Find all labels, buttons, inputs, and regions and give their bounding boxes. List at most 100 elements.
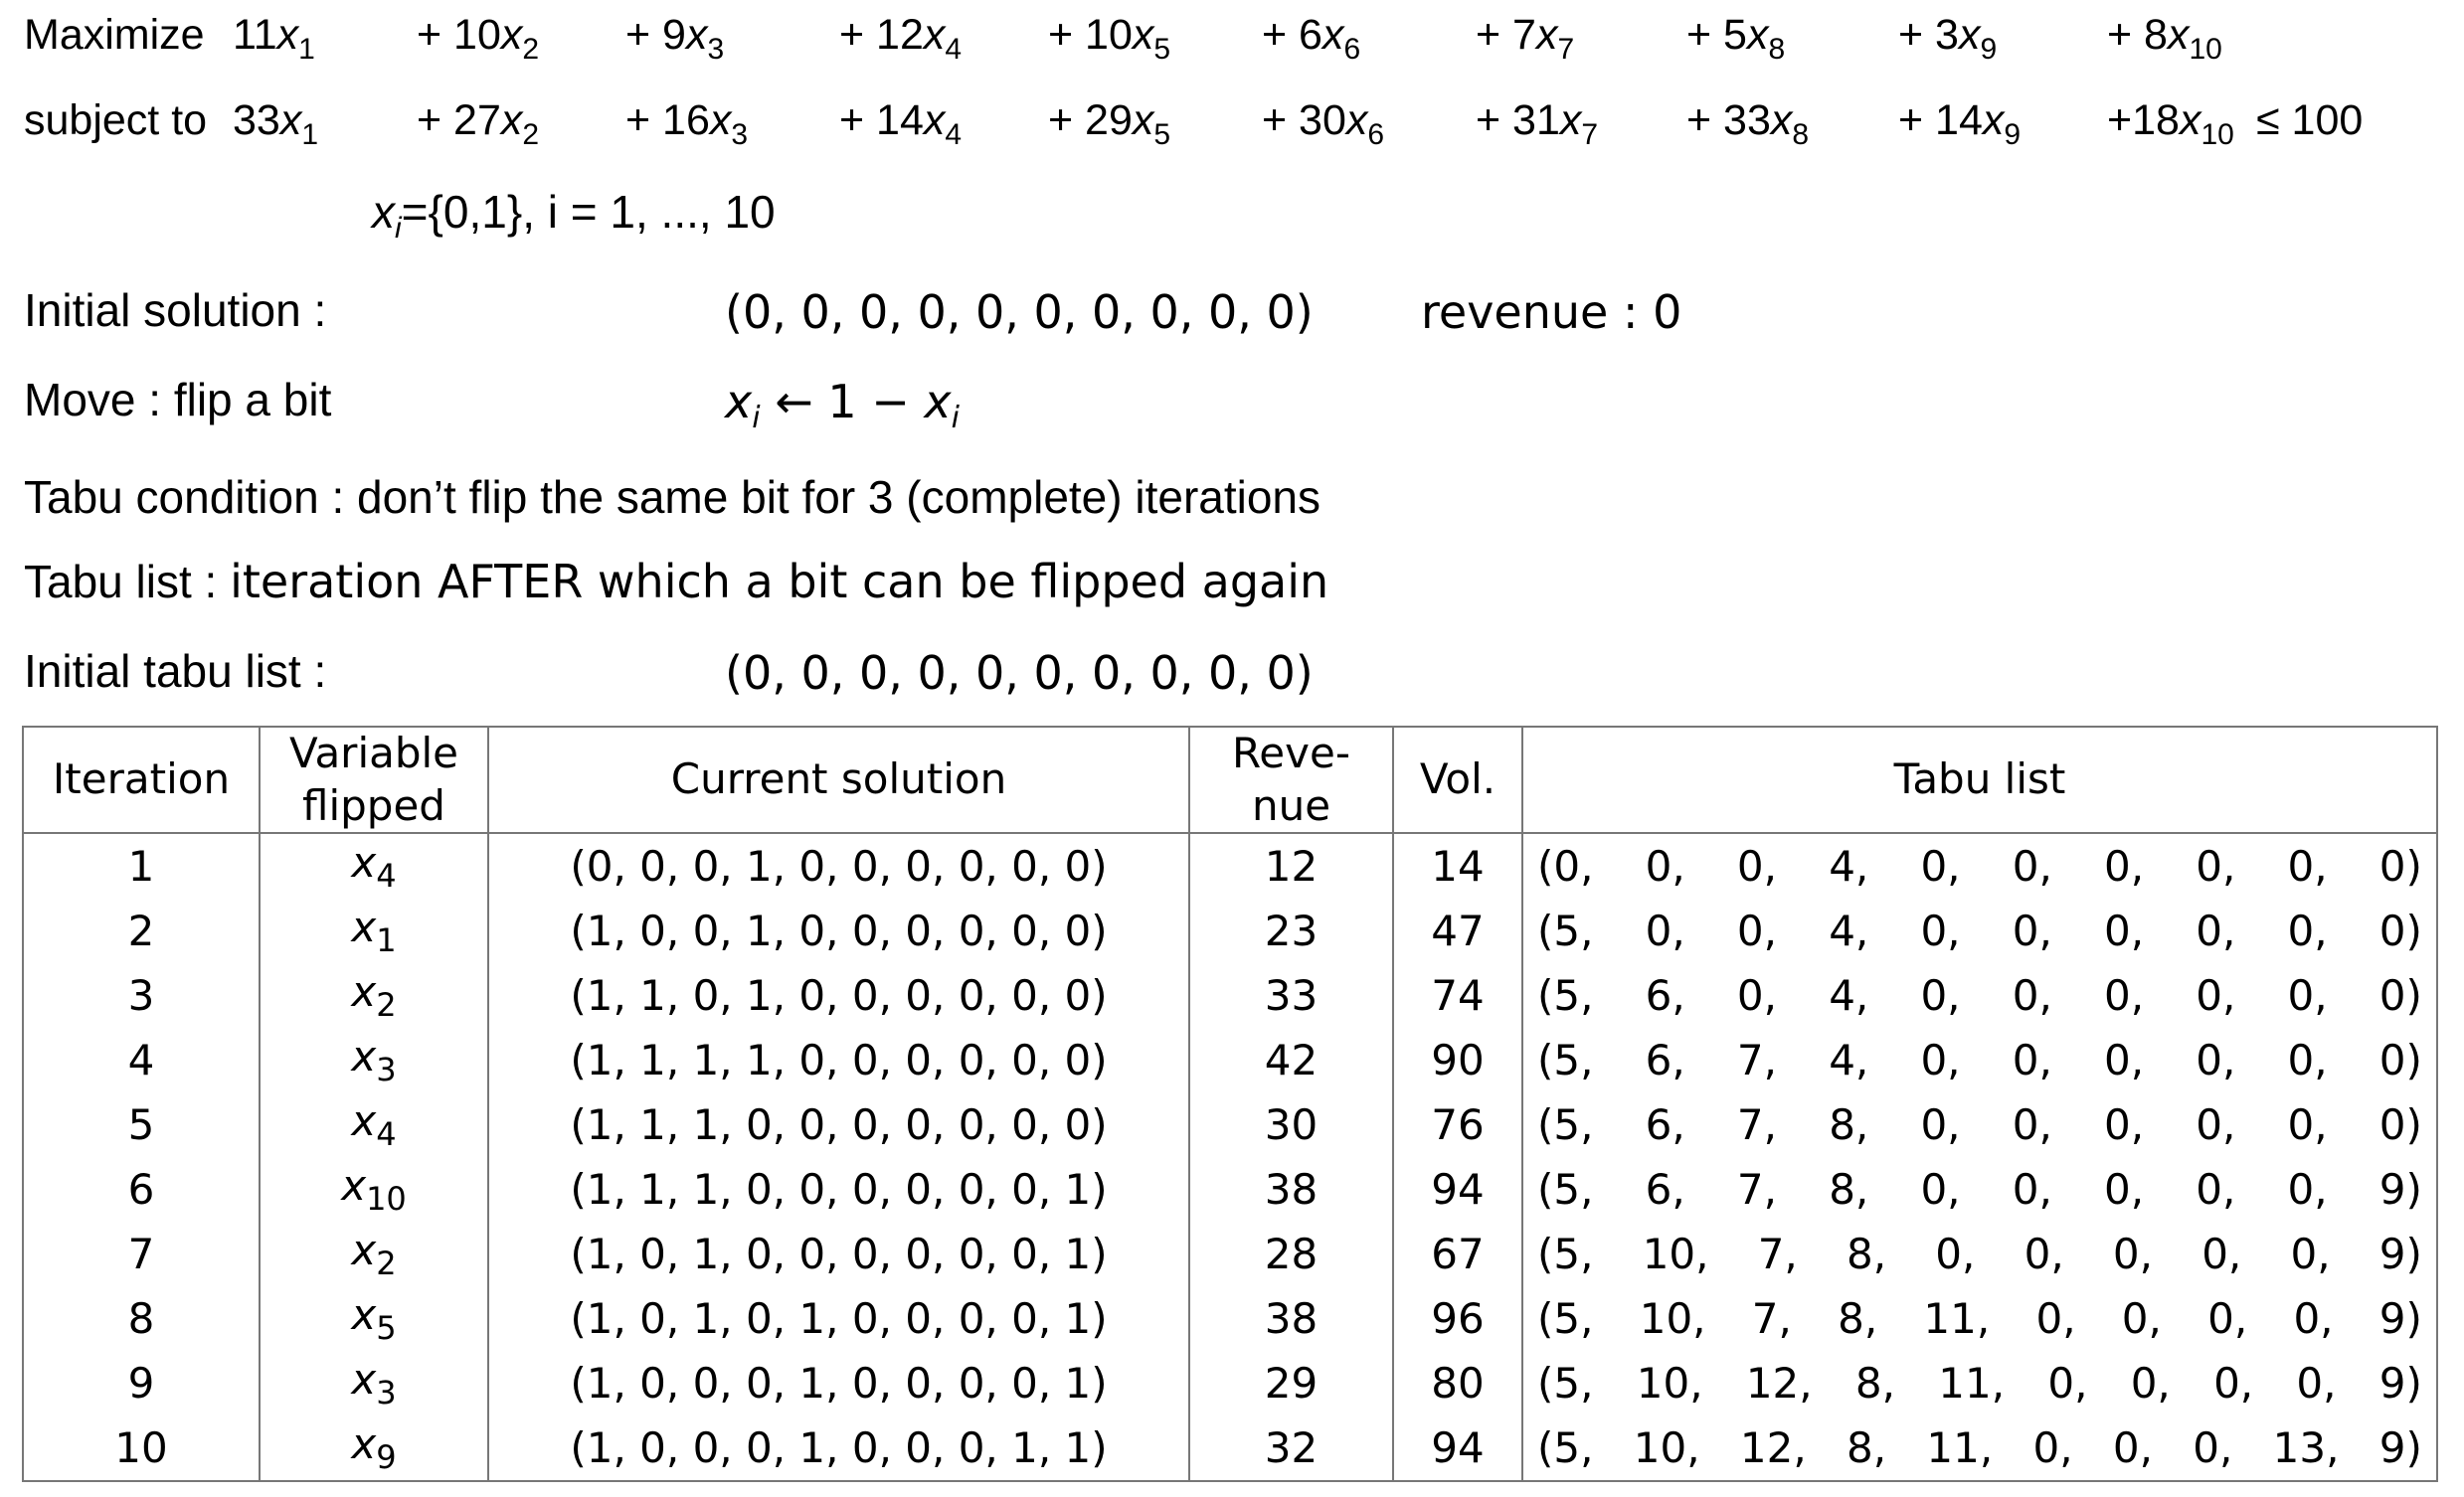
volume-cell: 80 xyxy=(1392,1351,1523,1415)
revenue-cell: 42 xyxy=(1188,1028,1394,1092)
tabu-value: 6, xyxy=(1645,1164,1685,1214)
tabu-value: 9) xyxy=(2378,1422,2422,1472)
constraint-variable-index: 1 xyxy=(301,118,319,151)
tabu-value: (5, xyxy=(1537,1293,1594,1343)
constraint-variable: x4 xyxy=(923,96,963,151)
variable-index: 9 xyxy=(376,1437,397,1476)
tabu-value: 0, xyxy=(2290,1229,2331,1278)
constraint-variable: x6 xyxy=(1345,96,1385,151)
tabu-value: 0, xyxy=(2287,906,2328,955)
constraint-coefficient: + 16 xyxy=(625,96,710,144)
constraint-variable-index: 4 xyxy=(945,118,963,151)
objective-variable-index: 6 xyxy=(1343,33,1361,66)
tabu-value: 0, xyxy=(2213,1358,2254,1408)
iteration-cell: 4 xyxy=(22,1028,261,1092)
initial-solution-value: (0, 0, 0, 0, 0, 0, 0, 0, 0, 0) xyxy=(725,285,1314,339)
tabu-value: 4, xyxy=(1829,841,1869,891)
tabu-value: 4, xyxy=(1829,906,1869,955)
objective-variable: x4 xyxy=(923,11,963,66)
objective-coefficient: + 8 xyxy=(2107,11,2168,59)
constraint-coefficient: + 29 xyxy=(1048,96,1133,144)
volume-cell: 76 xyxy=(1392,1092,1523,1157)
volume-cell: 74 xyxy=(1392,963,1523,1028)
tabu-value: 9) xyxy=(2378,1164,2422,1214)
tabu-value: 0) xyxy=(2378,906,2422,955)
objective-variable-index: 9 xyxy=(1980,33,1998,66)
objective-variable-index: 2 xyxy=(522,33,540,66)
tabu-value: 0, xyxy=(2112,1229,2153,1278)
tabu-value: 0, xyxy=(1645,841,1685,891)
tabu-value: 0, xyxy=(1736,841,1777,891)
objective-term: + 3x9 xyxy=(1898,14,1997,65)
tabu-value: 0, xyxy=(2103,1164,2145,1214)
tabu-value: 9) xyxy=(2378,1293,2422,1343)
variable-cell: x2 xyxy=(259,963,489,1028)
objective-term: + 12x4 xyxy=(839,14,962,65)
tabu-value: 0, xyxy=(2207,1293,2248,1343)
tabu-value: 4, xyxy=(1829,970,1869,1020)
variable-cell: x2 xyxy=(259,1222,489,1286)
solution-cell: (1, 0, 1, 0, 1, 0, 0, 0, 0, 1) xyxy=(487,1286,1190,1351)
constraint-coefficient: + 27 xyxy=(417,96,501,144)
move-label: Move : flip a bit xyxy=(24,374,332,425)
constraint-rhs: ≤ 100 xyxy=(2256,96,2364,144)
objective-term: + 7x7 xyxy=(1476,14,1574,65)
tabu-value: 0) xyxy=(2378,1099,2422,1149)
constraint-variable-index: 8 xyxy=(1792,118,1810,151)
tabu-value: 8, xyxy=(1847,1422,1887,1472)
variable-cell: x5 xyxy=(259,1286,489,1351)
volume-cell: 14 xyxy=(1392,833,1523,899)
tabu-value: 0, xyxy=(2196,970,2236,1020)
objective-variable-index: 4 xyxy=(945,33,963,66)
objective-coefficient: + 5 xyxy=(1686,11,1747,59)
constraint-variable-index: 2 xyxy=(522,118,540,151)
tabu-value: 0, xyxy=(2287,1035,2328,1084)
constraint-variable: x2 xyxy=(500,96,540,151)
constraint-variable-index: 3 xyxy=(731,118,749,151)
solution-cell: (1, 1, 0, 1, 0, 0, 0, 0, 0, 0) xyxy=(487,963,1190,1028)
tabu-value: 0, xyxy=(2196,1099,2236,1149)
solution-cell: (1, 1, 1, 0, 0, 0, 0, 0, 0, 0) xyxy=(487,1092,1190,1157)
iteration-cell: 1 xyxy=(22,833,261,899)
revenue-cell: 30 xyxy=(1188,1092,1394,1157)
constraint-term: + 14x4 xyxy=(839,99,962,150)
move-rule-text: ← 1 − xyxy=(775,375,925,428)
tabu-cell: (5,6,7,4,0,0,0,0,0,0) xyxy=(1521,1028,2438,1092)
constraint-coefficient: + 33 xyxy=(1686,96,1771,144)
objective-term: + 10x5 xyxy=(1048,14,1170,65)
revenue-cell: 29 xyxy=(1188,1351,1394,1415)
variable-cell: x10 xyxy=(259,1157,489,1222)
constraint-term: + 14x9 xyxy=(1898,99,2021,150)
tabu-value: (5, xyxy=(1537,906,1594,955)
domain-statement: xi={0,1}, i = 1, ..., 10 xyxy=(372,186,776,245)
tabu-value: 12, xyxy=(1745,1358,1813,1408)
variable-index: 2 xyxy=(376,1244,397,1282)
tabu-value: 11, xyxy=(1923,1293,1991,1343)
tabu-value: 0, xyxy=(2196,906,2236,955)
tabu-value: 12, xyxy=(1739,1422,1807,1472)
tabu-cell: (5,10,12,8,11,0,0,0,0,9) xyxy=(1521,1351,2438,1415)
objective-variable: x9 xyxy=(1958,11,1998,66)
solution-cell: (1, 0, 0, 0, 1, 0, 0, 0, 0, 1) xyxy=(487,1351,1190,1415)
objective-variable-index: 3 xyxy=(707,33,725,66)
iteration-cell: 3 xyxy=(22,963,261,1028)
objective-variable: x1 xyxy=(276,11,315,66)
variable-cell: x4 xyxy=(259,1092,489,1157)
objective-variable-index: 8 xyxy=(1768,33,1786,66)
tabu-value: 0) xyxy=(2378,1035,2422,1084)
header-iteration: Iteration xyxy=(22,726,261,834)
constraint-term: + 33x8 xyxy=(1686,99,1809,150)
tabu-value: 10, xyxy=(1636,1358,1703,1408)
tabu-values: (5,6,0,4,0,0,0,0,0,0) xyxy=(1529,972,2430,1019)
initial-solution-label: Initial solution : xyxy=(24,284,327,336)
variable-cell: x4 xyxy=(259,833,489,899)
tabu-value: 10, xyxy=(1639,1293,1706,1343)
constraint-variable-index: 6 xyxy=(1367,118,1385,151)
constraint-variable: x8 xyxy=(1770,96,1810,151)
revenue-cell: 32 xyxy=(1188,1415,1394,1482)
initial-tabu-value: (0, 0, 0, 0, 0, 0, 0, 0, 0, 0) xyxy=(725,646,1314,700)
